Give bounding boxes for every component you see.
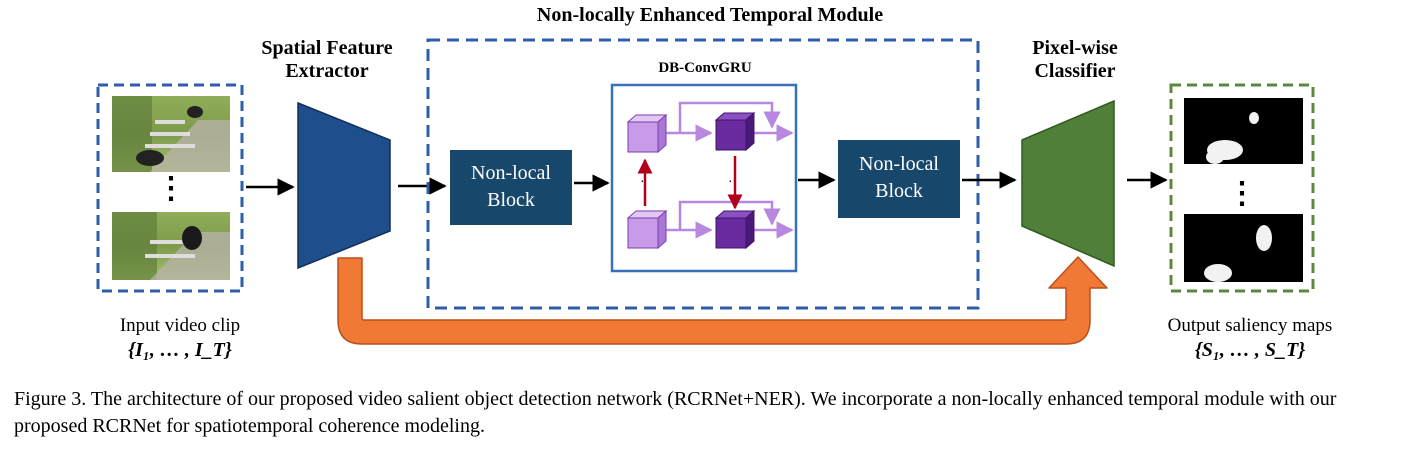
skip-connection-arrow: [337, 256, 1108, 345]
cube-dark-top: [714, 111, 756, 152]
saliency-map-last: [1184, 214, 1303, 282]
video-frame-first: [112, 96, 230, 172]
saliency-map-first: [1184, 98, 1303, 164]
output-math: {S₁, … , S_T}: [1194, 339, 1306, 361]
cube-light-bottom: [626, 209, 668, 250]
cube-light-top: [626, 113, 668, 154]
nonlocal-block-left: [450, 150, 572, 225]
input-frame-box: [96, 83, 244, 293]
dbconvgru-bottom-connections: [662, 200, 794, 239]
nonlocal-right-label: Non-local Block: [859, 153, 939, 202]
figure-caption: Figure 3. The architecture of our propos…: [14, 388, 1337, 437]
dbconvgru-dots-right: ·: [728, 175, 733, 190]
dbconvgru-dots-left: ·: [640, 175, 645, 190]
input-dots: ⋮: [156, 172, 186, 205]
spatial-feature-extractor: [297, 101, 391, 270]
extractor-title: Spatial Feature Extractor: [261, 37, 393, 82]
video-frame-last: [112, 212, 230, 280]
input-caption: Input video clip: [119, 315, 241, 336]
output-dots: ⋮: [1227, 177, 1257, 210]
nonlocal-block-right: [838, 140, 960, 218]
dbconvgru-title: DB-ConvGRU: [658, 60, 752, 76]
pixel-wise-classifier: [1021, 99, 1115, 268]
output-frame-box: [1169, 83, 1315, 293]
module-title: Non-locally Enhanced Temporal Module: [536, 4, 884, 26]
temporal-module-box: [426, 38, 980, 310]
cube-dark-bottom: [714, 209, 756, 250]
output-caption: Output saliency maps: [1167, 315, 1333, 336]
dbconvgru-top-connections: [662, 101, 794, 142]
nonlocal-left-label: Non-local Block: [471, 162, 551, 211]
classifier-title: Pixel-wise Classifier: [1032, 37, 1118, 82]
input-math: {I₁, … , I_T}: [128, 339, 232, 361]
